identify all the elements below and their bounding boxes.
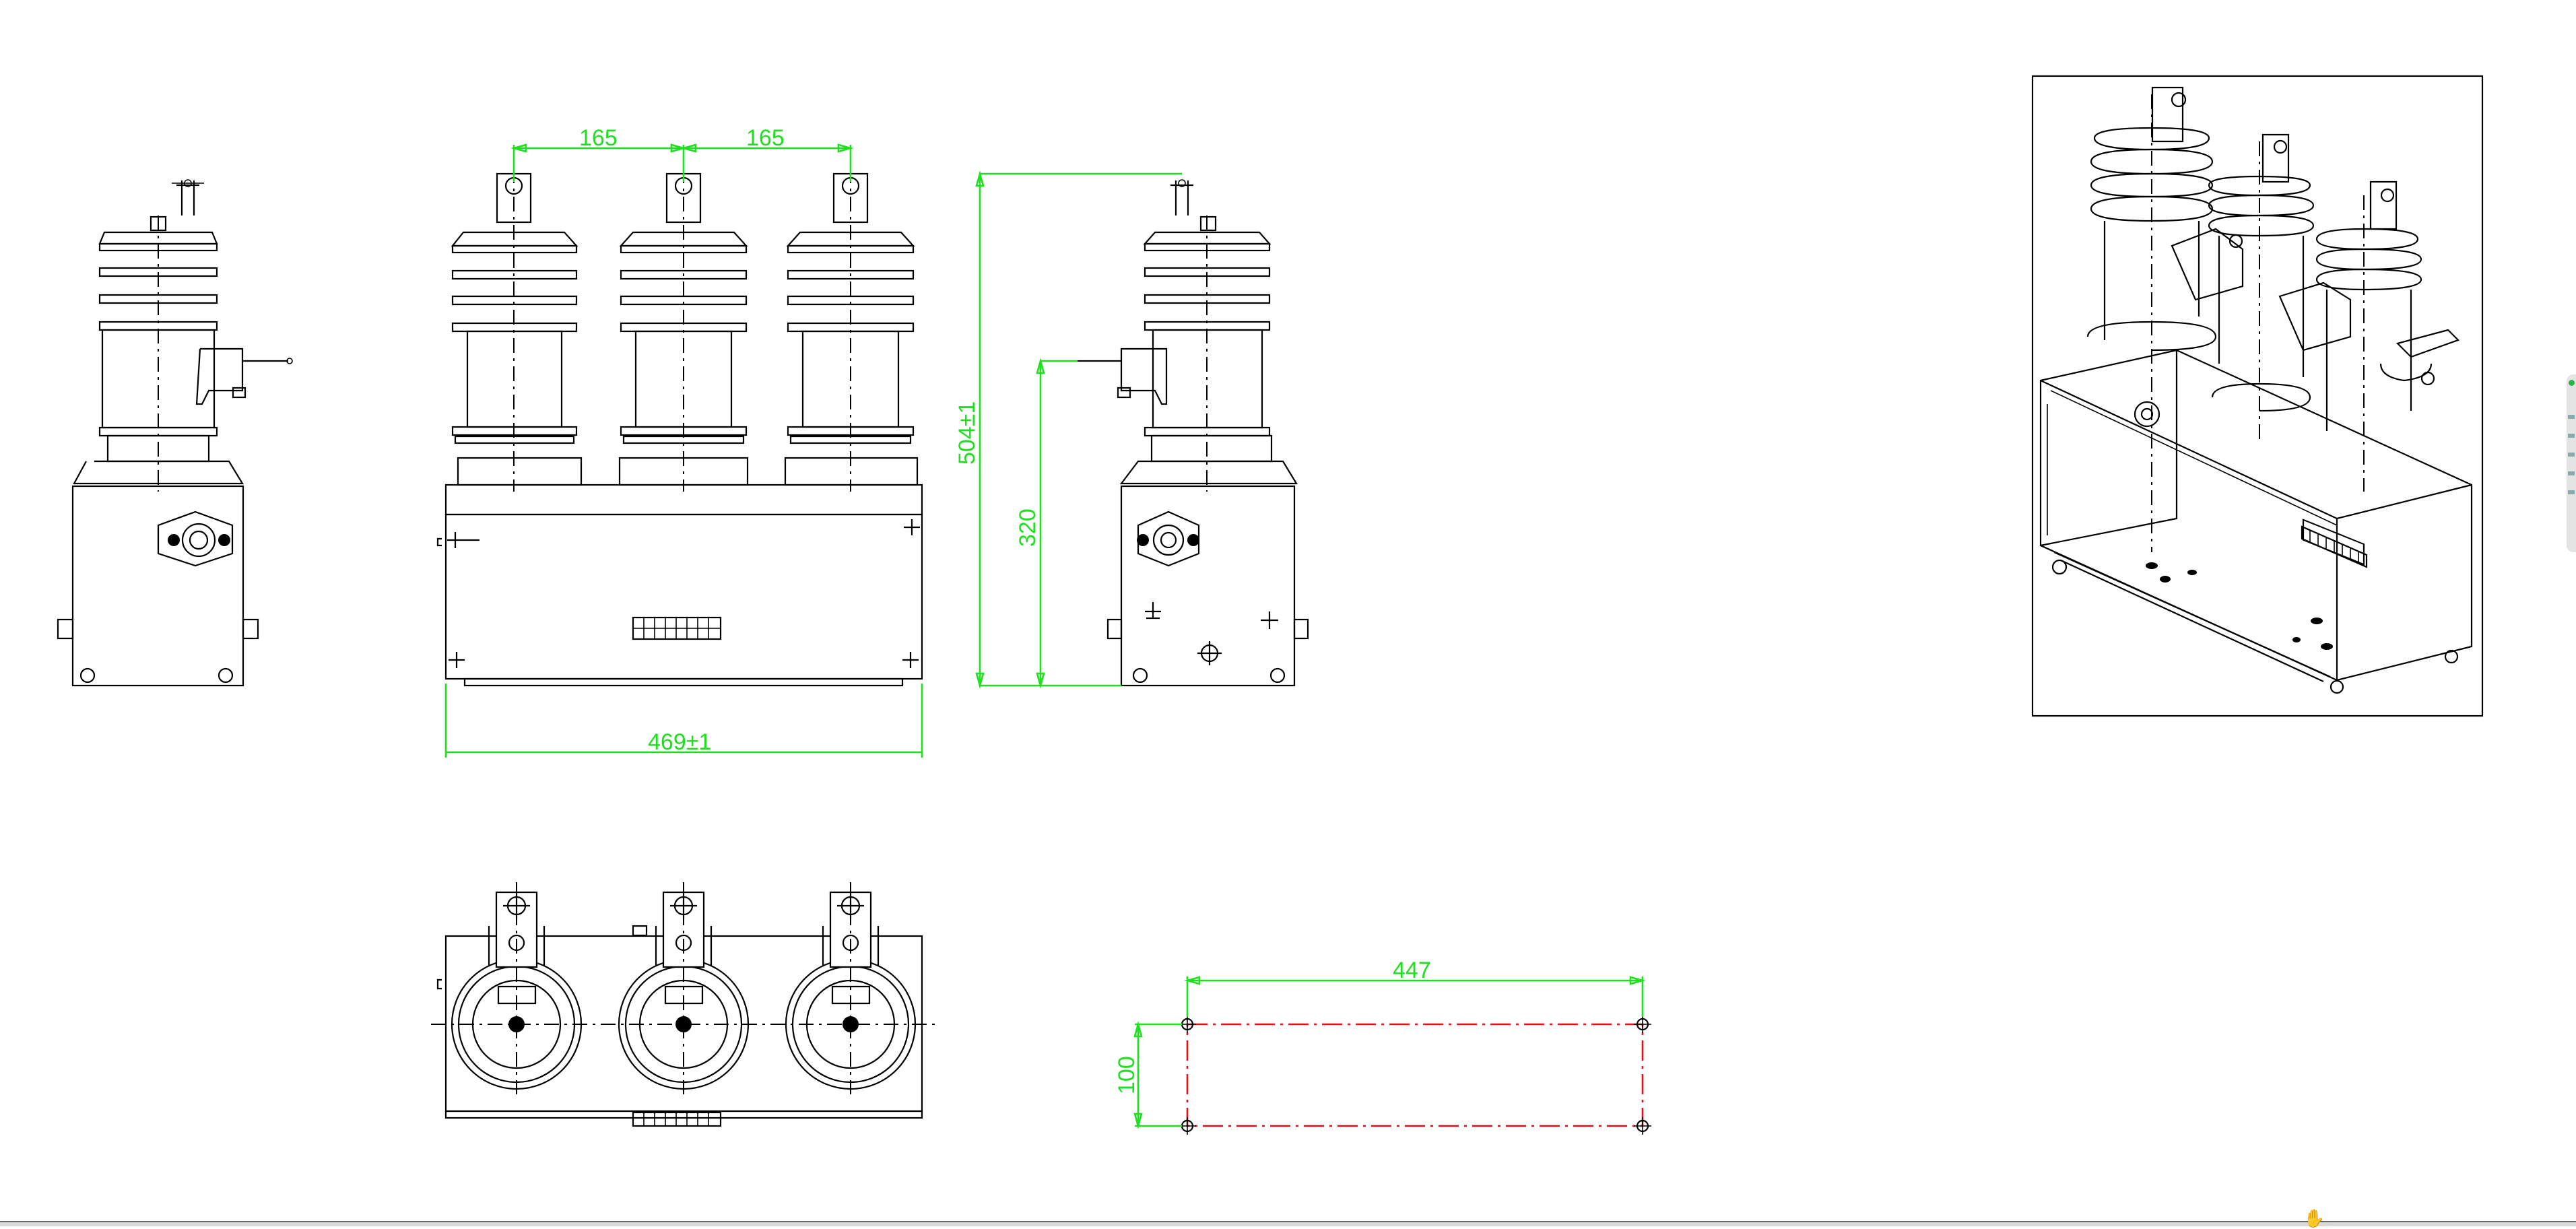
- front-view: [436, 168, 923, 687]
- hand-cursor-icon: ✋: [2303, 1209, 2325, 1229]
- toolbar-icon[interactable]: [2568, 490, 2575, 494]
- dim-label-320: 320: [1015, 508, 1041, 547]
- top-pole-3: [785, 882, 917, 1094]
- status-dot-icon: [2569, 380, 2575, 386]
- isometric-view: [2031, 75, 2484, 717]
- pole-2: [618, 168, 749, 492]
- toolbar-icon[interactable]: [2568, 415, 2575, 419]
- pole-1: [451, 168, 583, 492]
- dim-label-504: 504±1: [954, 401, 980, 465]
- top-pole-1: [451, 882, 583, 1094]
- bottom-scrollbar[interactable]: [0, 1221, 2576, 1226]
- dim-total-width: 469±1: [444, 684, 923, 758]
- dim-label-447: 447: [1393, 958, 1431, 983]
- right-side-view: [1078, 179, 1309, 687]
- pole-3: [784, 168, 919, 492]
- dim-label-469: 469±1: [648, 729, 711, 755]
- iso-pole-2: [2171, 133, 2315, 444]
- toolbar-icon[interactable]: [2568, 471, 2575, 475]
- floating-toolbar[interactable]: [2567, 374, 2576, 552]
- top-pole-2: [618, 882, 750, 1094]
- dim-label-100: 100: [1114, 1056, 1140, 1094]
- iso-pole-3: [2278, 180, 2460, 492]
- toolbar-icon[interactable]: [2568, 434, 2575, 438]
- dim-label-165-left: 165: [579, 125, 618, 151]
- dim-label-165-right: 165: [746, 125, 785, 151]
- iso-pole-1: [2086, 86, 2217, 552]
- dim-height: 504±1 320: [954, 170, 1182, 689]
- toolbar-icon[interactable]: [2568, 453, 2575, 457]
- left-side-view: [57, 179, 293, 687]
- dim-phase-spacing: 165 165: [510, 125, 854, 182]
- top-view: [431, 882, 936, 1127]
- mounting-hole-pattern: 447 100: [1114, 958, 1651, 1135]
